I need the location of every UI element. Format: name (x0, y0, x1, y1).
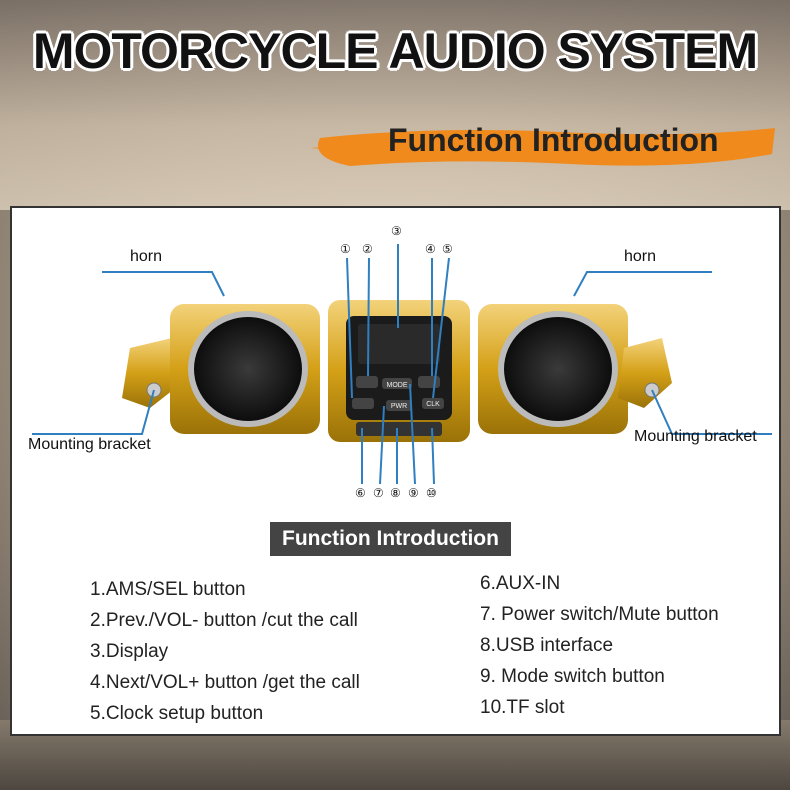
mode-button-label: MODE (387, 382, 408, 389)
right-speaker (478, 304, 628, 434)
subtitle: Function Introduction (388, 122, 719, 158)
list-item: 6.AUX-IN (480, 573, 561, 594)
marker-10: ⑩ (426, 486, 437, 500)
marker-7: ⑦ (373, 486, 384, 500)
marker-2: ② (362, 242, 373, 256)
list-item: 2.Prev./VOL- button /cut the call (90, 610, 358, 631)
marker-9: ⑨ (408, 486, 419, 500)
orange-brush-stroke (310, 128, 775, 166)
callout-lines (32, 244, 772, 485)
content-panel: MODE PWR CLK (10, 206, 781, 736)
horn-label-right: horn (624, 248, 657, 265)
horn-label-left: horn (130, 248, 163, 265)
right-bracket (618, 338, 672, 408)
list-item: 1.AMS/SEL button (90, 579, 246, 600)
left-speaker (170, 304, 320, 434)
marker-6: ⑥ (355, 486, 366, 500)
product-diagram: MODE PWR CLK (32, 244, 772, 485)
list-item: 9. Mode switch button (480, 666, 665, 687)
list-item: 3.Display (90, 641, 169, 662)
list-item: 8.USB interface (480, 635, 614, 656)
list-item: 4.Next/VOL+ button /get the call (90, 672, 360, 693)
page-title: MOTORCYCLE AUDIO SYSTEM (32, 23, 758, 79)
bracket-label-left: Mounting bracket (28, 436, 151, 453)
background-top (0, 0, 790, 210)
marker-5: ⑤ (442, 242, 453, 256)
function-list-left: 1.AMS/SEL button 2.Prev./VOL- button /cu… (90, 574, 360, 729)
bracket-label-right: Mounting bracket (634, 428, 757, 445)
marker-1: ① (340, 242, 351, 256)
pwr-button-label: PWR (391, 403, 407, 410)
list-item: 10.TF slot (480, 697, 565, 718)
list-item: 7. Power switch/Mute button (480, 604, 719, 625)
head-unit: MODE PWR CLK (328, 300, 470, 442)
marker-3: ③ (391, 224, 402, 238)
clk-button-label: CLK (426, 401, 440, 408)
marker-8: ⑧ (390, 486, 401, 500)
marker-4: ④ (425, 242, 436, 256)
left-bracket (122, 338, 182, 408)
function-list-right: 6.AUX-IN 7. Power switch/Mute button 8.U… (480, 568, 719, 723)
list-item: 5.Clock setup button (90, 703, 264, 724)
section-badge: Function Introduction (270, 522, 511, 556)
